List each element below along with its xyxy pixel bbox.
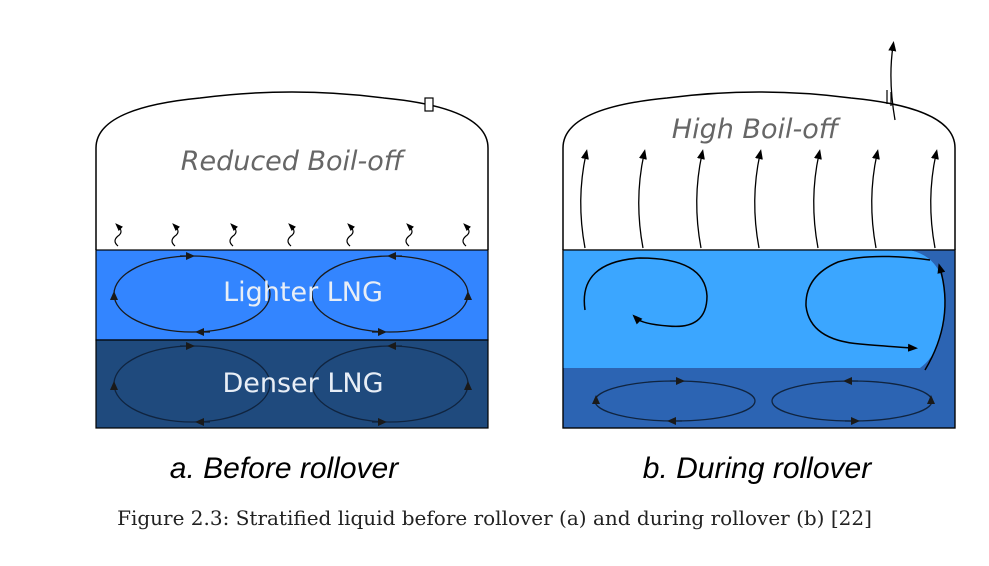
tank-during: High Boil-off b. During rollover [562,41,956,485]
lighter-lng-layer [95,249,489,341]
wall-plume [910,250,955,372]
reduced-boiloff-label: Reduced Boil-off [181,146,406,177]
tank-before-vent [424,97,434,112]
tank-before: Reduced Boil-off Lighter LNG Denser LNG … [95,91,489,485]
lower-convection-loops [592,377,935,425]
rollover-swirls [583,255,946,371]
small-boiloff-arrows [114,223,471,247]
figure-caption: Figure 2.3: Stratified liquid before rol… [117,506,872,530]
tank-during-dome [562,91,956,250]
denser-lng-label: Denser LNG [222,368,383,399]
lighter-convection-loops [110,252,472,336]
high-boiloff-label: High Boil-off [672,114,841,145]
vent-ticks [886,90,892,106]
large-boiloff-arrows [580,41,939,249]
lighter-lng-label: Lighter LNG [223,277,383,308]
rising-lighter-region [563,250,945,368]
tank-before-dome [95,91,489,250]
denser-lng-layer [95,339,489,429]
panel-b-title: b. During rollover [643,452,872,485]
denser-convection-loops [110,342,472,426]
panel-a-title: a. Before rollover [170,452,399,485]
